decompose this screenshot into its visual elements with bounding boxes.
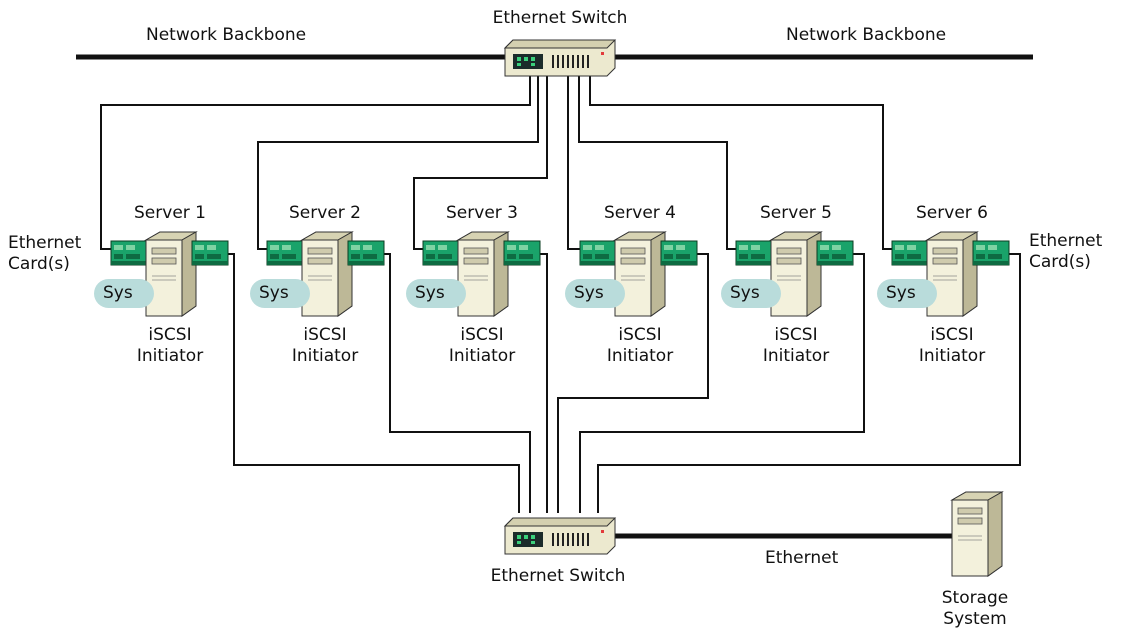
ethernet-card-left (422, 240, 460, 266)
top-switch-links (100, 75, 892, 250)
server-tower (770, 231, 822, 317)
server-tower (926, 231, 978, 317)
sys-badge-1: Sys (94, 279, 154, 308)
ethernet-card-right (503, 240, 541, 266)
sys-badge-2: Sys (250, 279, 310, 308)
server-name-6: Server 6 (916, 203, 988, 223)
ethernet-card-left (110, 240, 148, 266)
ethernet-card-left (735, 240, 773, 266)
bottom-switch-links (226, 253, 1021, 513)
server-tower (457, 231, 509, 317)
bottom-ethernet-switch (504, 517, 616, 555)
server-name-2: Server 2 (289, 203, 361, 223)
ethernet-card-label-left: Ethernet Card(s) (8, 233, 82, 274)
ethernet-card-label-right: Ethernet Card(s) (1029, 231, 1103, 272)
ethernet-card-left (891, 240, 929, 266)
bottom-switch-label: Ethernet Switch (490, 566, 626, 586)
ethernet-link-label: Ethernet (765, 548, 839, 568)
top-switch-label: Ethernet Switch (492, 8, 628, 28)
backbone-label-left: Network Backbone (146, 25, 307, 45)
storage-system-tower (951, 491, 1003, 577)
initiator-label-3: iSCSI Initiator (448, 325, 516, 366)
ethernet-card-right (660, 240, 698, 266)
top-ethernet-switch (504, 39, 616, 77)
server-name-5: Server 5 (760, 203, 832, 223)
server-tower (614, 231, 666, 317)
backbone-label-right: Network Backbone (786, 25, 947, 45)
ethernet-card-right (347, 240, 385, 266)
server-name-3: Server 3 (446, 203, 518, 223)
initiator-label-4: iSCSI Initiator (606, 325, 674, 366)
ethernet-card-left (579, 240, 617, 266)
ethernet-card-right (816, 240, 854, 266)
initiator-label-6: iSCSI Initiator (918, 325, 986, 366)
sys-badge-4: Sys (565, 279, 625, 308)
server-tower (301, 231, 353, 317)
server-name-1: Server 1 (134, 203, 206, 223)
server-name-4: Server 4 (604, 203, 676, 223)
initiator-label-5: iSCSI Initiator (762, 325, 830, 366)
initiator-label-1: iSCSI Initiator (136, 325, 204, 366)
storage-system-label: Storage System (941, 588, 1009, 629)
initiator-label-2: iSCSI Initiator (291, 325, 359, 366)
ethernet-card-right (972, 240, 1010, 266)
sys-badge-5: Sys (721, 279, 781, 308)
ethernet-card-left (266, 240, 304, 266)
server-tower (145, 231, 197, 317)
ethernet-card-right (191, 240, 229, 266)
sys-badge-6: Sys (877, 279, 937, 308)
sys-badge-3: Sys (406, 279, 466, 308)
